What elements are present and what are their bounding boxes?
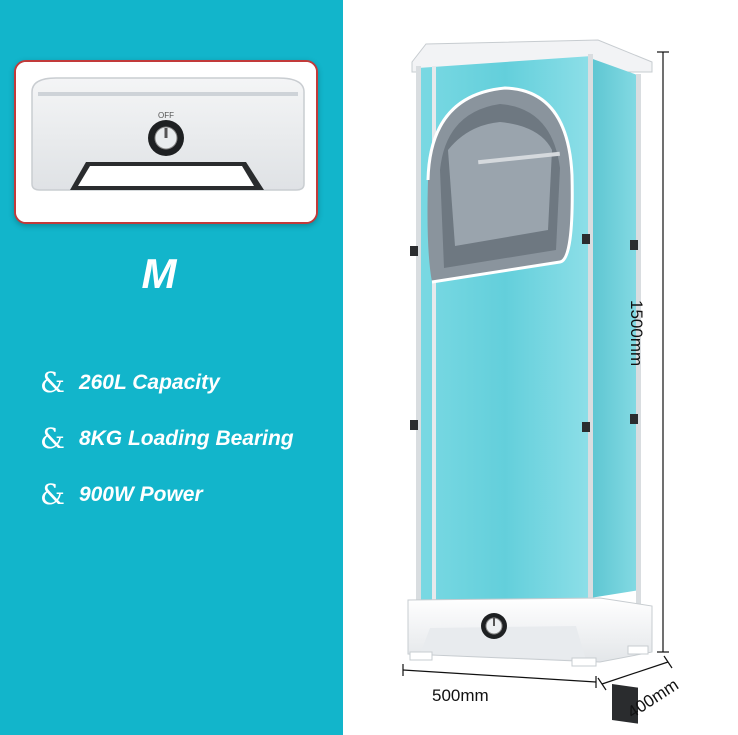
feature-panel: OFF M & 260L Capacity & 8KG Loading Bear…	[0, 0, 343, 735]
feature-bullet: &	[40, 422, 65, 455]
feature-bullet: &	[40, 478, 65, 511]
knob-label: OFF	[158, 111, 174, 120]
width-dimension-label: 500mm	[432, 686, 489, 705]
base-unit-closeup: OFF	[14, 60, 318, 224]
depth-dimension-line	[601, 661, 669, 685]
feature-capacity: & 260L Capacity	[40, 366, 220, 400]
feature-text: 900W Power	[78, 483, 203, 506]
width-dimension-line	[402, 669, 597, 683]
base-unit-illustration: OFF	[16, 62, 316, 222]
size-label: M	[141, 250, 177, 297]
feature-text: 260L Capacity	[78, 371, 220, 394]
feature-loading-bearing: & 8KG Loading Bearing	[40, 422, 294, 456]
height-dimension-label: 1500mm	[627, 300, 646, 367]
feature-text: 8KG Loading Bearing	[78, 427, 294, 450]
feature-bullet: &	[40, 366, 65, 399]
feature-power: & 900W Power	[40, 478, 203, 512]
